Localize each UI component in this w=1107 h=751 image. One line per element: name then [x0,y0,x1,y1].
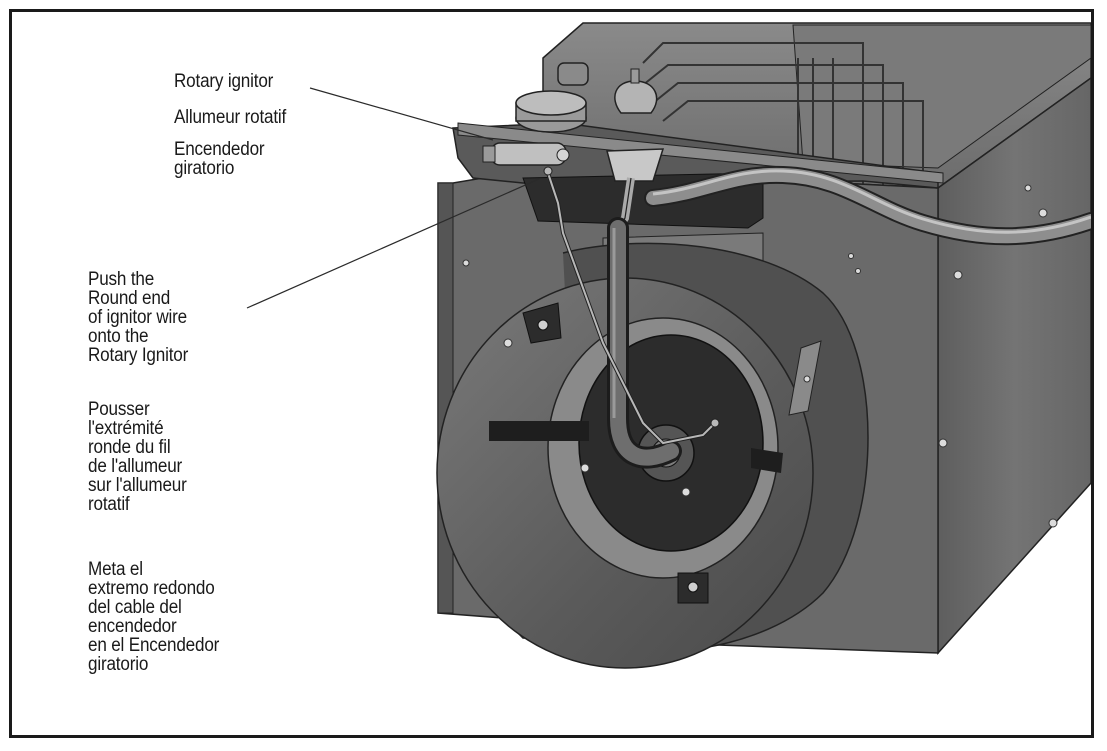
wire-instruction-es: Meta el extremo redondo del cable del en… [88,559,220,675]
ignitor-label-en: Rotary ignitor [174,71,274,92]
gas-supply-pipe [644,165,1091,246]
figure-frame: Rotary ignitor Allumeur rotatif Encended… [9,9,1094,738]
wire-instruction-en: Push the Round end of ignitor wire onto … [88,269,189,366]
ignitor-label-es: Encendedor giratorio [174,139,265,179]
wire-instruction-fr: Pousser l'extrémité ronde du fil de l'al… [88,399,187,515]
burner-assembly-illustration [246,22,1091,669]
burner-tube [607,217,682,469]
leader-line-ignitor [309,87,494,141]
rotary-ignitor-part [482,68,665,236]
leader-line-wire [246,178,540,309]
ignitor-label-fr: Allumeur rotatif [174,107,287,128]
leader-lines [246,87,540,309]
ignitor-wire [543,166,720,446]
